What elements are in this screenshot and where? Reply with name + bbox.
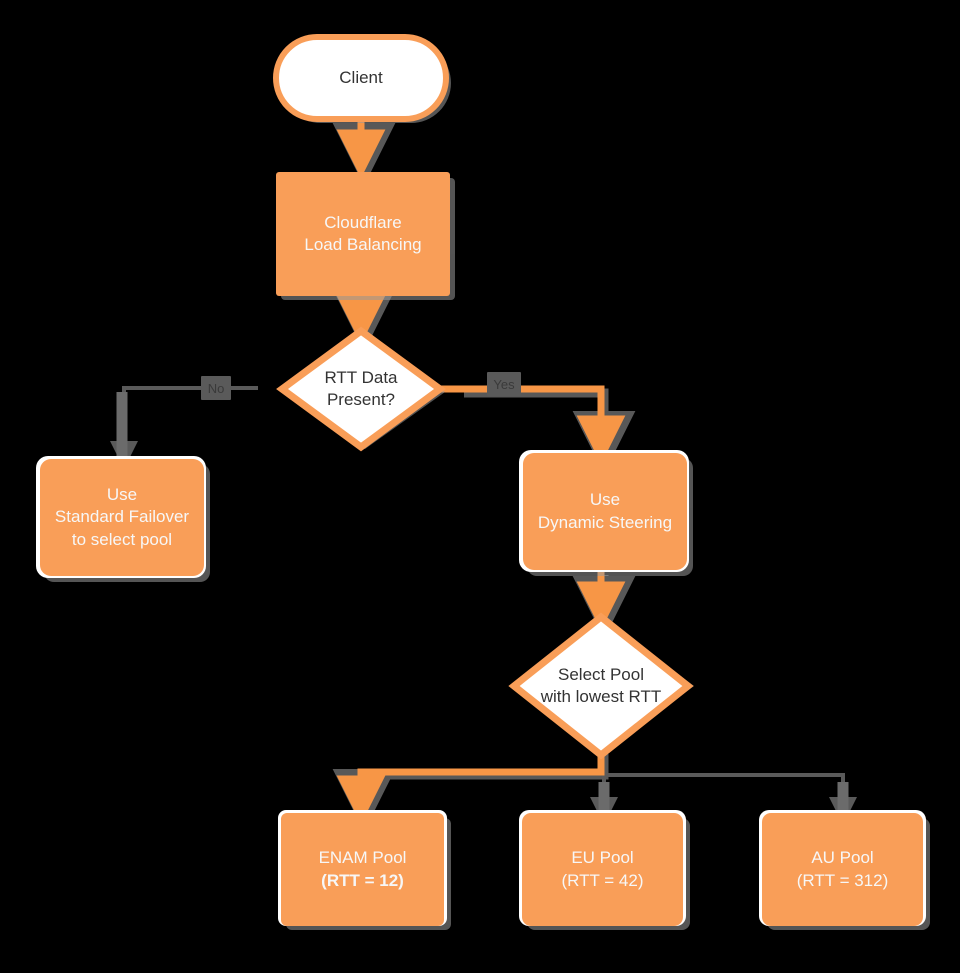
edge-shadow-rtt-dynamic xyxy=(464,388,636,474)
cloudflare-load-balancing-node[interactable] xyxy=(276,172,450,296)
edge-label-yes: Yes xyxy=(487,372,521,396)
node-layer xyxy=(40,34,923,926)
rtt-data-present-decision[interactable] xyxy=(276,326,446,452)
dynamic-steering-node[interactable] xyxy=(523,453,687,570)
au-pool-node[interactable] xyxy=(762,813,923,926)
edge-label-no: No xyxy=(201,376,231,400)
edge-shadow-select-enam xyxy=(332,754,609,832)
standard-failover-node[interactable] xyxy=(40,459,204,576)
select-pool-lowest-rtt-decision[interactable] xyxy=(508,612,694,760)
enam-pool-node[interactable] xyxy=(281,813,444,926)
edge-layer-normal xyxy=(110,386,857,825)
edge-rtt-decision-to-standard-failover xyxy=(110,386,258,469)
edge-rtt-decision-to-dynamic-steering xyxy=(439,385,626,465)
client-node[interactable] xyxy=(273,34,449,122)
edge-select-pool-to-enam-pool xyxy=(336,748,605,825)
eu-pool-node[interactable] xyxy=(522,813,683,926)
